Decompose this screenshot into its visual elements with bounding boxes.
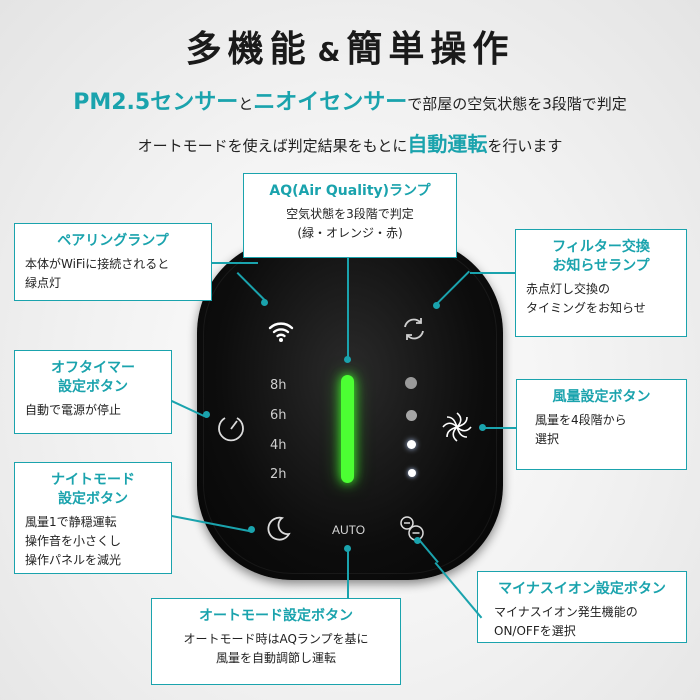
callout-offtimer-title: オフタイマー 設定ボタン <box>51 360 135 395</box>
odor-sensor-text: ニオイセンサー <box>253 90 408 115</box>
connector-dot <box>203 411 210 418</box>
subtitle-to: と <box>238 95 254 113</box>
subtitle-rest: で部屋の空気状態を3段階で判定 <box>407 95 627 113</box>
connector-dot <box>344 356 351 363</box>
auto-operation-text: 自動運転 <box>407 132 488 156</box>
title-part1: 多機能 <box>185 29 312 70</box>
aq-lamp <box>341 375 354 483</box>
fan-speed-dot-4 <box>405 377 417 389</box>
auto-button[interactable]: AUTO <box>332 523 366 537</box>
connector-line <box>212 262 258 264</box>
page-title: 多機能&簡単操作 <box>0 20 700 72</box>
callout-offtimer-desc: 自動で電源が停止 <box>25 403 122 417</box>
callout-night-desc: 風量1で静穏運転 操作音を小さくし 操作パネルを減光 <box>25 515 122 567</box>
refresh-icon[interactable] <box>399 314 429 344</box>
connector-line <box>347 548 349 598</box>
timer-label-2h: 2h <box>270 467 287 482</box>
callout-night-title: ナイトモード 設定ボタン <box>51 472 135 507</box>
ion-icon[interactable] <box>397 513 427 543</box>
connector-dot <box>414 537 421 544</box>
callout-filter-desc: 赤点灯し交換の タイミングをお知らせ <box>526 282 646 315</box>
timer-label-6h: 6h <box>270 408 287 423</box>
connector-line <box>434 562 483 619</box>
fan-icon[interactable] <box>440 410 474 444</box>
callout-auto-title: オートモード設定ボタン <box>199 608 353 624</box>
callout-auto-mode: オートモード設定ボタン オートモード時はAQランプを基に 風量を自動調節し運転 <box>151 598 401 685</box>
callout-off-timer: オフタイマー 設定ボタン 自動で電源が停止 <box>14 350 172 434</box>
callout-aq-lamp: AQ(Air Quality)ランプ 空気状態を3段階で判定 (緑・オレンジ・赤… <box>243 173 457 258</box>
subtitle-line1: PM2.5センサーとニオイセンサーで部屋の空気状態を3段階で判定 <box>0 84 700 116</box>
timer-label-4h: 4h <box>270 438 287 453</box>
connector-dot <box>479 424 486 431</box>
fan-speed-dot-1 <box>408 469 416 477</box>
callout-auto-desc: オートモード時はAQランプを基に 風量を自動調節し運転 <box>183 632 369 665</box>
timer-label-8h: 8h <box>270 378 287 393</box>
callout-fan-speed: 風量設定ボタン 風量を4段階から 選択 <box>516 379 687 470</box>
title-part2: 簡単操作 <box>346 29 515 70</box>
callout-fan-desc: 風量を4段階から 選択 <box>535 413 627 446</box>
callout-night-mode: ナイトモード 設定ボタン 風量1で静穏運転 操作音を小さくし 操作パネルを減光 <box>14 462 172 574</box>
callout-aq-desc: 空気状態を3段階で判定 (緑・オレンジ・赤) <box>286 207 414 240</box>
pm25-sensor-text: PM2.5センサー <box>73 90 239 115</box>
timer-icon[interactable] <box>215 412 247 444</box>
callout-minus-ion: マイナスイオン設定ボタン マイナスイオン発生機能の ON/OFFを選択 <box>477 571 687 643</box>
callout-ion-title: マイナスイオン設定ボタン <box>498 581 666 597</box>
subtitle2-post: を行います <box>487 137 563 155</box>
connector-dot <box>248 526 255 533</box>
callout-aq-title: AQ(Air Quality)ランプ <box>269 183 431 199</box>
connector-line <box>470 272 515 274</box>
callout-pairing-title: ペアリングランプ <box>57 233 169 249</box>
fan-speed-dot-3 <box>406 410 417 421</box>
callout-pairing-desc: 本体がWiFiに接続されると 緑点灯 <box>25 257 170 290</box>
subtitle2-pre: オートモードを使えば判定結果をもとに <box>137 137 408 155</box>
connector-dot <box>261 299 268 306</box>
connector-line <box>483 427 516 429</box>
connector-dot <box>433 302 440 309</box>
subtitle-line2: オートモードを使えば判定結果をもとに自動運転を行います <box>0 128 700 157</box>
title-amp: & <box>317 38 341 68</box>
callout-filter-lamp: フィルター交換 お知らせランプ 赤点灯し交換の タイミングをお知らせ <box>515 229 687 337</box>
fan-speed-dot-2 <box>407 440 416 449</box>
connector-line <box>347 258 349 360</box>
connector-dot <box>344 545 351 552</box>
moon-icon[interactable] <box>263 514 293 544</box>
wifi-icon[interactable] <box>266 316 296 346</box>
callout-ion-desc: マイナスイオン発生機能の ON/OFFを選択 <box>494 605 638 638</box>
callout-pairing-lamp: ペアリングランプ 本体がWiFiに接続されると 緑点灯 <box>14 223 212 301</box>
callout-fan-title: 風量設定ボタン <box>552 389 651 405</box>
callout-filter-title: フィルター交換 お知らせランプ <box>552 239 650 274</box>
